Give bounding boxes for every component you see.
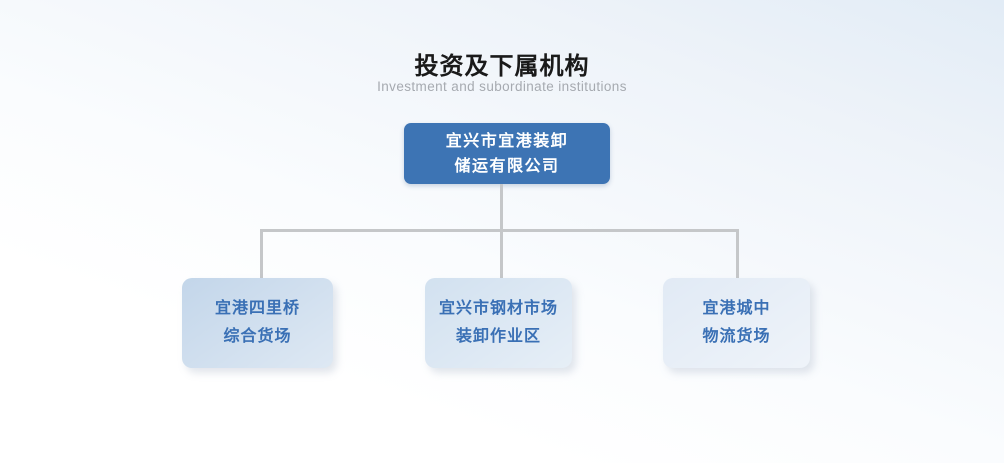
org-node-child-steel-market-area: 宜兴市钢材市场 装卸作业区 <box>425 278 572 368</box>
connector-right-vertical <box>736 229 739 278</box>
connector-horizontal <box>260 229 739 232</box>
org-node-child3-label-line1: 宜港城中 <box>702 300 771 317</box>
connector-left-vertical <box>260 229 263 278</box>
org-node-child2-label-line1: 宜兴市钢材市场 <box>438 300 558 317</box>
org-node-child2-label-line2: 装卸作业区 <box>455 328 541 345</box>
org-node-child-sili-bridge-yard: 宜港四里桥 综合货场 <box>182 278 333 368</box>
org-node-child3-label-line2: 物流货场 <box>702 328 771 345</box>
connector-root-vertical <box>500 184 503 230</box>
org-node-root: 宜兴市宜港装卸 储运有限公司 <box>404 123 610 184</box>
page-title: 投资及下属机构 <box>414 53 590 80</box>
page-subtitle: Investment and subordinate institutions <box>377 79 627 94</box>
org-node-child-city-logistics-yard: 宜港城中 物流货场 <box>663 278 810 368</box>
org-node-root-label-line2: 储运有限公司 <box>454 157 560 175</box>
org-node-child1-label-line2: 综合货场 <box>223 328 292 345</box>
org-node-root-label-line1: 宜兴市宜港装卸 <box>445 132 569 150</box>
connector-center-vertical <box>500 229 503 278</box>
org-node-child1-label-line1: 宜港四里桥 <box>214 300 300 317</box>
